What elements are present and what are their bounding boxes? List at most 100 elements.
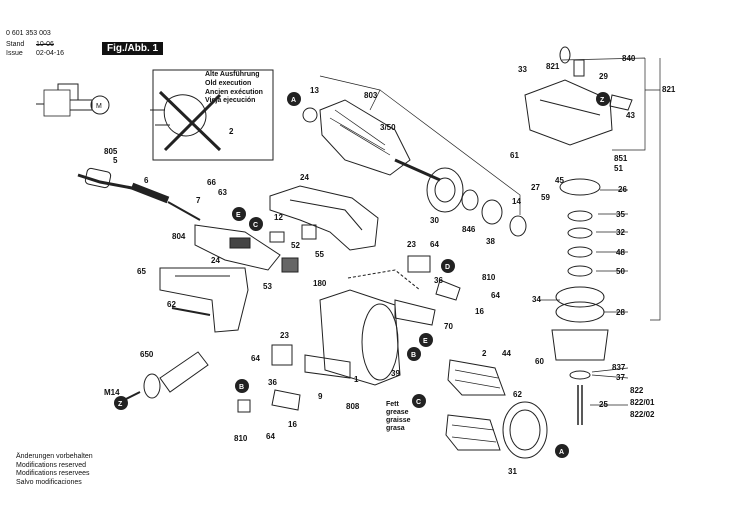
svg-text:C: C <box>253 222 258 229</box>
label-27: 27 <box>531 183 540 192</box>
mods-line-fr: Modifications reservees <box>16 470 90 478</box>
callout-b-left: B <box>235 379 249 393</box>
callout-d: D <box>441 259 455 273</box>
label-59: 59 <box>541 193 550 202</box>
field-coil-upper <box>447 359 506 396</box>
callout-e-lower: E <box>419 333 433 347</box>
callout-e-top: E <box>232 207 246 221</box>
callout-z-bottom: Z <box>114 396 128 410</box>
label-31: 31 <box>508 467 517 476</box>
wiring-schematic: M <box>36 83 110 117</box>
callouts: A Z E C D B E C A B Z <box>114 92 610 458</box>
svg-text:E: E <box>236 212 241 219</box>
label-840: 840 <box>622 54 636 63</box>
label-29: 29 <box>599 72 608 81</box>
svg-text:B: B <box>239 384 244 391</box>
callout-a-bottom: A <box>555 444 569 458</box>
label-64-lower-left: 64 <box>251 354 260 363</box>
svg-text:M: M <box>96 103 102 110</box>
label-44: 44 <box>502 349 511 358</box>
label-846: 846 <box>462 225 476 234</box>
stator-31 <box>502 401 548 459</box>
switch-block <box>194 224 317 273</box>
svg-text:C: C <box>416 399 421 406</box>
mods-line-en: Modifications reserved <box>16 461 87 469</box>
label-63: 63 <box>218 188 227 197</box>
label-16-upper: 16 <box>475 307 484 316</box>
label-43: 43 <box>626 111 635 120</box>
label-36-lower: 36 <box>268 378 277 387</box>
callout-z-top: Z <box>596 92 610 106</box>
armature <box>302 99 441 182</box>
label-25: 25 <box>599 400 608 409</box>
mods-line-es: Salvo modificaciones <box>16 478 82 486</box>
power-cable <box>77 167 201 221</box>
svg-text:E: E <box>423 338 428 345</box>
label-64-lower: 64 <box>266 432 275 441</box>
label-48: 48 <box>616 248 625 257</box>
stand-label: Stand <box>6 41 25 48</box>
part-labels: 805 5 6 66 63 7 24 12 804 52 55 65 24 53… <box>104 54 676 476</box>
grease-line-es: grasa <box>386 425 405 432</box>
label-805: 805 <box>104 147 118 156</box>
label-61: 61 <box>510 151 519 160</box>
label-28: 28 <box>616 308 625 317</box>
label-821-right: 821 <box>662 85 676 94</box>
label-5: 5 <box>113 156 118 165</box>
svg-text:B: B <box>411 352 416 359</box>
label-53: 53 <box>263 282 272 291</box>
note-line-en: Old execution <box>205 79 252 87</box>
brush-holder-lower <box>237 344 301 413</box>
label-822-02: 822/02 <box>630 410 655 419</box>
label-26: 26 <box>618 185 627 194</box>
label-14: 14 <box>512 197 521 206</box>
label-6: 6 <box>144 176 149 185</box>
label-m14: M14 <box>104 388 120 397</box>
label-803: 803 <box>364 91 378 100</box>
side-handle <box>119 351 209 403</box>
callout-c-top: C <box>249 217 263 231</box>
label-32: 32 <box>616 228 625 237</box>
label-55: 55 <box>315 250 324 259</box>
label-66: 66 <box>207 178 216 187</box>
modifications-note: Änderungen vorbehalten Modifications res… <box>16 453 93 487</box>
note-line-de: Alte Ausführung <box>205 71 260 78</box>
label-37: 37 <box>616 373 625 382</box>
label-24-upper: 24 <box>300 173 309 182</box>
spindle-stack <box>551 178 609 425</box>
label-810-upper: 810 <box>482 273 496 282</box>
label-822: 822 <box>630 386 644 395</box>
issue-label: Issue <box>6 50 23 57</box>
label-3-50: 3/50 <box>380 123 396 132</box>
label-62-right: 62 <box>513 390 522 399</box>
label-2-coil: 2 <box>482 349 487 358</box>
fan-and-bearings <box>426 167 527 237</box>
callout-c-lower: C <box>412 394 426 408</box>
gear-head-housing <box>524 46 633 146</box>
label-837: 837 <box>612 363 626 372</box>
grease-line-de: Fett <box>386 401 399 408</box>
label-51: 51 <box>614 164 623 173</box>
label-33: 33 <box>518 65 527 74</box>
leader-lines <box>319 57 661 406</box>
callout-b-right: B <box>407 347 421 361</box>
label-16-lower: 16 <box>288 420 297 429</box>
label-180: 180 <box>313 279 327 288</box>
label-35: 35 <box>616 210 625 219</box>
callout-a-top: A <box>287 92 301 106</box>
old-execution-box <box>150 69 274 161</box>
label-12: 12 <box>274 213 283 222</box>
label-65: 65 <box>137 267 146 276</box>
old-execution-note: Alte Ausführung Old execution Ancien exé… <box>205 71 263 106</box>
stand-value: 10-06 <box>36 41 54 48</box>
note-line-es: Vieja ejecución <box>205 97 256 105</box>
label-24-lower: 24 <box>211 256 220 265</box>
grease-line-en: grease <box>386 409 409 416</box>
label-650: 650 <box>140 350 154 359</box>
label-808: 808 <box>346 402 360 411</box>
note-line-fr: Ancien exécution <box>205 88 263 96</box>
label-2-old: 2 <box>229 127 234 136</box>
handle-lower <box>159 267 249 333</box>
svg-text:A: A <box>291 97 296 104</box>
